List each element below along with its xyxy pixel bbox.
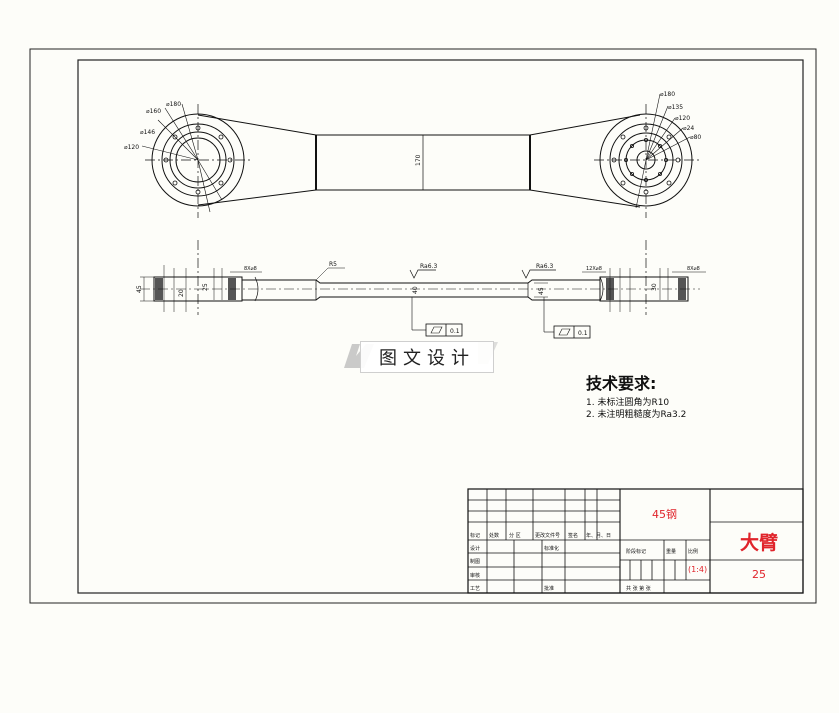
tech-line-1: 1. 未标注圆角为R10 [586, 398, 670, 408]
title-block [467, 488, 804, 594]
outer-frame [29, 48, 817, 604]
dim-right-120: ⌀120 [675, 115, 690, 122]
dim-left-146: ⌀146 [140, 129, 155, 136]
std-label: 标准化 [544, 545, 559, 552]
dim-20: 20 [178, 289, 185, 297]
flatness-value-1: 0.1 [450, 328, 460, 335]
top-view [141, 93, 700, 218]
hdr-count: 处数 [489, 532, 499, 539]
roughness-1: Ra6.3 [420, 263, 437, 270]
bolt-holes [163, 125, 681, 195]
hdr-zone: 分 区 [509, 532, 521, 539]
dim-r5: R5 [329, 261, 337, 268]
row-design: 设计 [470, 545, 480, 552]
hdr-change: 更改文件号 [535, 532, 560, 539]
hdr-sign: 签名 [568, 532, 578, 539]
dim-holes-left: 8X⌀8 [244, 266, 257, 272]
sheets-label: 共 张 第 张 [626, 585, 651, 592]
dim-left-160: ⌀160 [146, 108, 161, 115]
scale-label: 比例 [688, 548, 698, 555]
stage-label: 阶段标记 [626, 548, 646, 555]
tech-heading: 技术要求: [586, 374, 657, 393]
dim-holes-right: 8X⌀8 [687, 266, 700, 272]
hdr-date: 年、月、日 [586, 532, 611, 539]
dim-center-170: 170 [415, 154, 422, 166]
dim-right-180: ⌀180 [660, 91, 675, 98]
dim-25: 25 [202, 283, 209, 291]
hdr-mark: 标记 [470, 532, 480, 539]
part-name: 大臂 [740, 531, 778, 554]
title-block-text: 标记 处数 分 区 更改文件号 签名 年、月、日 设计 制图 审核 工艺 标准化… [470, 508, 778, 592]
row-check: 审核 [470, 572, 480, 579]
dim-30: 30 [651, 283, 658, 291]
flatness-value-2: 0.1 [578, 330, 588, 337]
approve-label: 批准 [544, 585, 554, 592]
roughness-2: Ra6.3 [536, 263, 553, 270]
watermark-text: 图文设计 [360, 341, 494, 373]
row-draw: 制图 [470, 558, 480, 565]
top-view-labels: ⌀180 ⌀160 ⌀146 ⌀120 ⌀180 ⌀135 ⌀120 ⌀24 ⌀… [124, 91, 701, 166]
inner-frame [77, 59, 804, 594]
dim-45-mid: 45 [538, 287, 545, 295]
row-process: 工艺 [470, 586, 480, 592]
side-view [140, 240, 706, 339]
weight-label: 重量 [666, 548, 676, 555]
tech-requirements: 技术要求: 1. 未标注圆角为R10 2. 未注明粗糙度为Ra3.2 [586, 370, 686, 421]
dim-left-180: ⌀180 [166, 101, 181, 108]
drawing-number: 25 [752, 568, 766, 581]
dim-right-135: ⌀135 [668, 104, 683, 111]
material: 45钢 [652, 508, 677, 521]
scale-value: (1:4) [688, 565, 707, 574]
tech-line-2: 2. 未注明粗糙度为Ra3.2 [586, 410, 687, 420]
dim-40: 40 [412, 286, 419, 294]
dim-left-120: ⌀120 [124, 144, 139, 151]
dim-right-24: ⌀24 [683, 125, 694, 132]
dim-45-left: 45 [136, 285, 143, 293]
dim-holes-12: 12X⌀8 [586, 266, 602, 272]
dim-right-80: ⌀80 [690, 134, 701, 141]
side-view-labels: R5 Ra6.3 Ra6.3 8X⌀8 8X⌀8 12X⌀8 45 45 40 … [136, 261, 700, 337]
